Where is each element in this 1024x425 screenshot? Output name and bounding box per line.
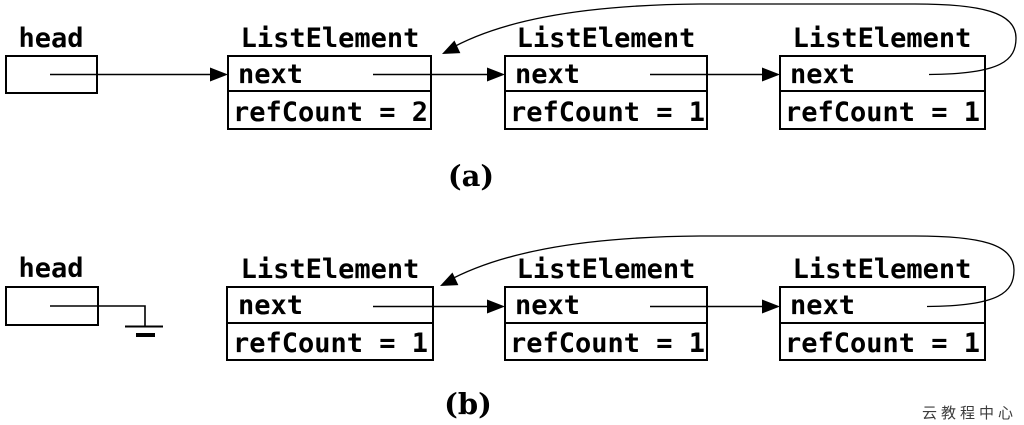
- next-pointer-arrowhead: [762, 299, 780, 314]
- node-refcount-label: refCount = 1: [785, 328, 980, 359]
- node-next-label: next: [790, 59, 855, 90]
- node-title: ListElement: [517, 254, 696, 285]
- list-node-a3: ListElement next refCount = 1: [779, 23, 986, 130]
- node-title: ListElement: [793, 23, 972, 54]
- head-label: head: [18, 23, 83, 54]
- node-refcount-label: refCount = 1: [510, 328, 705, 359]
- node-box: [504, 55, 708, 130]
- node-box: [779, 55, 986, 130]
- node-refcount-label: refCount = 2: [233, 97, 428, 128]
- node-box: [227, 55, 432, 130]
- node-next-label: next: [515, 290, 580, 321]
- diagram-b: head ListElement next refCount = 1 ListE…: [5, 235, 1015, 421]
- next-pointer-arrowhead: [487, 67, 505, 82]
- node-refcount-label: refCount = 1: [510, 97, 705, 128]
- ground-null-icon: [125, 325, 163, 337]
- node-title: ListElement: [517, 23, 696, 54]
- list-node-b3: ListElement next refCount = 1: [779, 254, 986, 361]
- node-title: ListElement: [241, 254, 420, 285]
- head-pointer-arrowhead: [210, 67, 228, 82]
- list-node-b1: ListElement next refCount = 1: [226, 254, 434, 361]
- list-node-a1: ListElement next refCount = 2: [227, 23, 432, 130]
- node-next-label: next: [238, 59, 303, 90]
- node-refcount-label: refCount = 1: [785, 97, 980, 128]
- list-node-a2: ListElement next refCount = 1: [504, 23, 708, 130]
- node-next-label: next: [790, 290, 855, 321]
- cycle-back-edge: [447, 3, 1017, 76]
- caption-a: (a): [448, 159, 494, 193]
- list-node-b2: ListElement next refCount = 1: [504, 254, 708, 361]
- head-label: head: [18, 253, 83, 284]
- next-pointer-arrowhead: [487, 299, 505, 314]
- node-title: ListElement: [241, 23, 420, 54]
- next-pointer-arrowhead: [762, 67, 780, 82]
- head-null-line: [50, 305, 146, 326]
- cycle-back-edge-arrowhead: [440, 272, 459, 286]
- node-next-label: next: [238, 290, 303, 321]
- caption-b: (b): [444, 387, 492, 421]
- diagram-a: head ListElement next refCount = 2 ListE…: [5, 3, 1017, 193]
- watermark-text: 云教程中心: [922, 404, 1017, 422]
- cycle-back-edge-arrowhead: [442, 40, 461, 54]
- node-refcount-label: refCount = 1: [233, 328, 428, 359]
- node-title: ListElement: [793, 254, 972, 285]
- cycle-back-edge: [445, 235, 1015, 308]
- node-next-label: next: [515, 59, 580, 90]
